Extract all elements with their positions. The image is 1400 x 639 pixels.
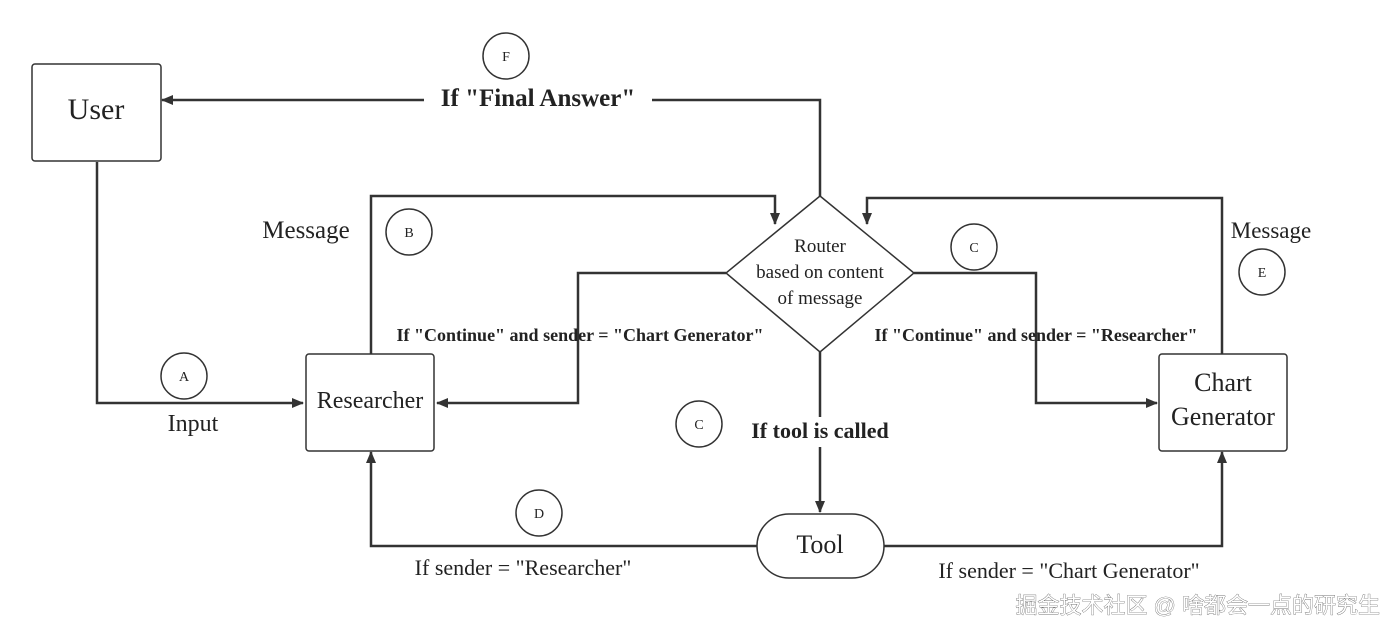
edge-user-to-researcher bbox=[95, 162, 304, 408]
edge-tool-to-researcher bbox=[366, 451, 757, 548]
router-label-line3: of message bbox=[778, 288, 863, 309]
router-node: Router based on content of message bbox=[724, 195, 916, 353]
marker-b: B bbox=[385, 208, 433, 256]
edge-router-to-researcher bbox=[436, 271, 726, 408]
marker-c-top-label: C bbox=[969, 241, 978, 256]
marker-d-label: D bbox=[534, 507, 544, 522]
edge-router-to-user bbox=[161, 95, 822, 196]
marker-c-mid: C bbox=[675, 400, 723, 448]
marker-a-label: A bbox=[179, 370, 190, 385]
user-node: User bbox=[31, 63, 162, 162]
marker-c-mid-label: C bbox=[694, 418, 703, 433]
marker-c-top: C bbox=[950, 223, 998, 271]
chart-generator-label-line1: Chart bbox=[1194, 368, 1253, 397]
router-label-line2: based on content bbox=[756, 262, 884, 283]
label-final-answer: If "Final Answer" bbox=[441, 85, 635, 112]
marker-e-label: E bbox=[1258, 266, 1267, 281]
edge-chart-generator-to-router bbox=[862, 196, 1224, 355]
tool-node: Tool bbox=[756, 513, 885, 579]
label-message-right: Message bbox=[1231, 218, 1311, 243]
marker-f-label: F bbox=[502, 50, 510, 65]
router-label-line1: Router bbox=[794, 236, 846, 257]
user-label: User bbox=[68, 93, 125, 126]
marker-d: D bbox=[515, 489, 563, 537]
chart-generator-label-line2: Generator bbox=[1171, 402, 1275, 431]
researcher-node: Researcher bbox=[305, 353, 435, 452]
marker-e: E bbox=[1238, 248, 1286, 296]
label-sender-researcher: If sender = "Researcher" bbox=[415, 555, 632, 580]
label-message-left: Message bbox=[262, 217, 349, 244]
tool-label: Tool bbox=[796, 530, 843, 559]
label-sender-chart-generator: If sender = "Chart Generator" bbox=[938, 558, 1199, 583]
label-continue-researcher: If "Continue" and sender = "Researcher" bbox=[874, 325, 1197, 345]
final-answer-label-bg bbox=[424, 85, 652, 115]
edge-researcher-to-router bbox=[369, 194, 780, 355]
chart-generator-node: Chart Generator bbox=[1158, 353, 1288, 452]
label-tool-called: If tool is called bbox=[751, 418, 889, 443]
edge-tool-to-chart-generator bbox=[884, 451, 1227, 548]
marker-a: A bbox=[160, 352, 208, 400]
marker-b-label: B bbox=[404, 226, 413, 241]
marker-f: F bbox=[482, 32, 530, 80]
tool-called-label-bg bbox=[740, 417, 900, 447]
researcher-label: Researcher bbox=[317, 388, 424, 414]
label-continue-chart-generator: If "Continue" and sender = "Chart Genera… bbox=[397, 325, 764, 345]
label-input: Input bbox=[168, 411, 219, 437]
edge-router-to-chart-generator bbox=[914, 271, 1158, 408]
watermark-text: 掘金技术社区 @ 啥都会一点的研究生 bbox=[1015, 593, 1380, 618]
